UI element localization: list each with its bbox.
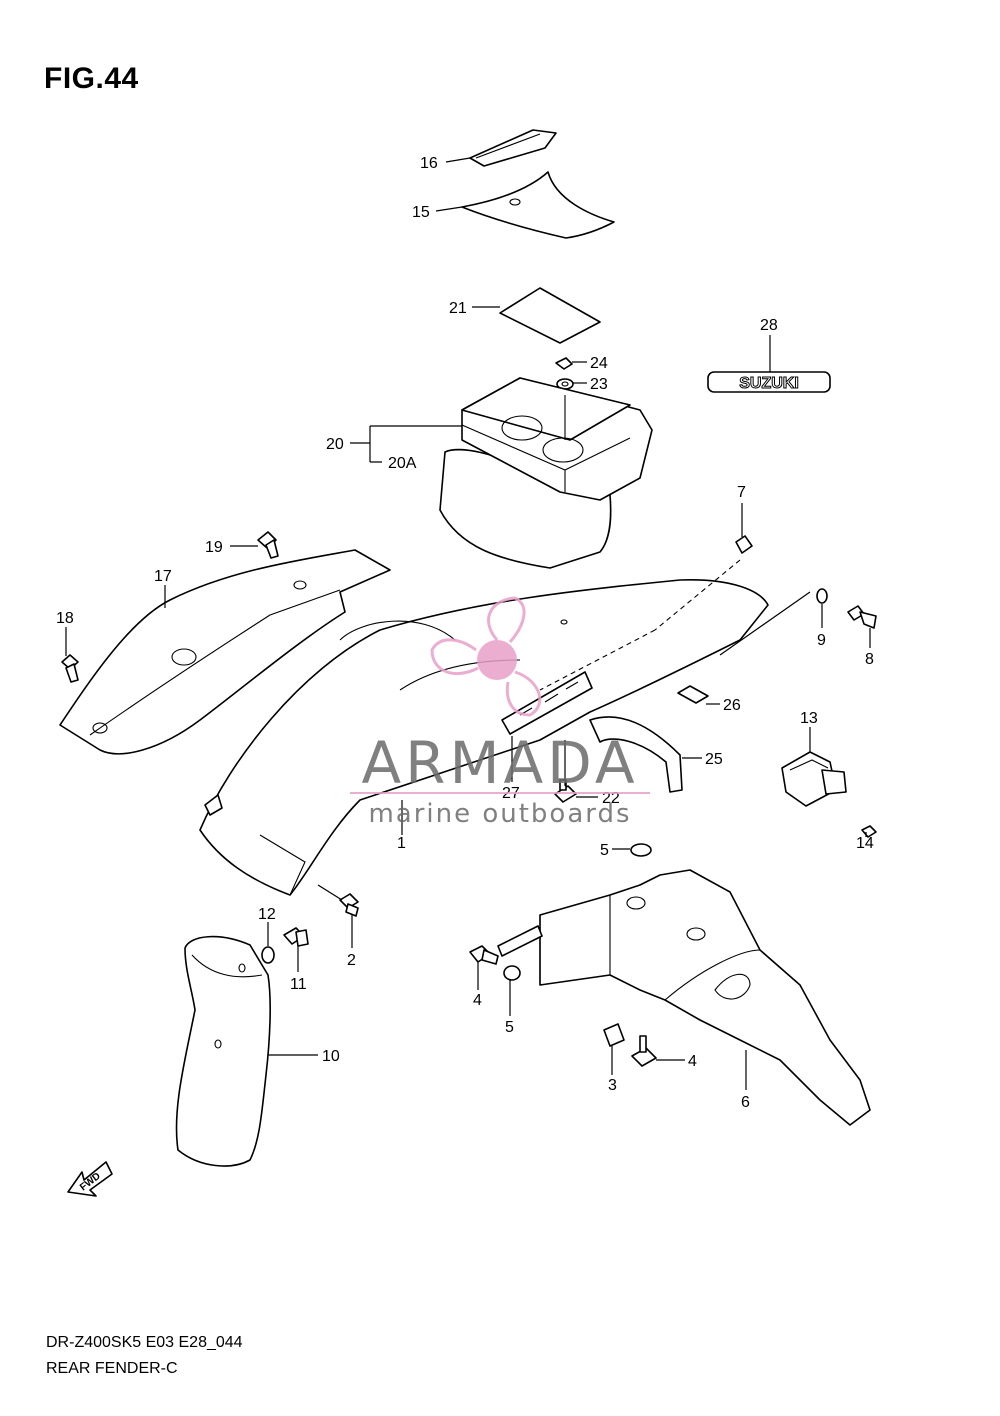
callout-24: 24 [590, 355, 608, 372]
callout-4-lower: 4 [688, 1053, 697, 1070]
callout-2: 2 [347, 952, 356, 969]
callout-4-upper: 4 [473, 992, 482, 1009]
callout-14: 14 [856, 835, 874, 852]
part-19-bolt [257, 531, 279, 559]
callout-16: 16 [420, 155, 438, 172]
fwd-arrow-icon: FWD [67, 1161, 113, 1197]
part-26-pad [677, 685, 709, 704]
callout-20A: 20A [388, 455, 417, 472]
callout-11: 11 [290, 976, 307, 993]
callout-19: 19 [205, 539, 223, 556]
part-21-plate [499, 287, 601, 344]
callout-26: 26 [723, 697, 741, 714]
callout-9: 9 [817, 632, 826, 649]
callout-10: 10 [322, 1048, 340, 1065]
callout-23: 23 [590, 376, 608, 393]
part-3-clip [603, 1023, 625, 1047]
callout-28: 28 [760, 317, 778, 334]
callout-25: 25 [705, 751, 723, 768]
callout-15: 15 [412, 204, 430, 221]
part-11-bolt [283, 927, 309, 947]
part-5-grommet-lower [503, 965, 521, 981]
part-7-clip [735, 535, 753, 554]
part-27-reflector [501, 671, 593, 735]
callout-22: 22 [602, 790, 620, 807]
part-24-nut [555, 357, 573, 370]
callout-21: 21 [449, 300, 467, 317]
part-16-strap [469, 129, 557, 167]
part-15-cover [461, 171, 615, 239]
part-4-bolt-lower [631, 1035, 657, 1067]
badge-text: SUZUKI [739, 375, 799, 392]
callout-labels: 16 15 21 28 24 23 20 20A 7 19 17 18 9 8 … [56, 155, 874, 1111]
part-4-bolt-upper [469, 945, 499, 965]
part-28-badge: SUZUKI [707, 371, 831, 393]
footer-model-code: DR-Z400SK5 E03 E28_044 [46, 1334, 243, 1351]
callout-18: 18 [56, 610, 74, 627]
watermark-brand: ARMADA [361, 729, 638, 797]
callout-3: 3 [608, 1077, 617, 1094]
watermark-logo [430, 596, 542, 717]
watermark-tagline: marine outboards [368, 799, 631, 829]
part-5-grommet-top [630, 843, 652, 857]
callout-8: 8 [865, 651, 874, 668]
part-6-fender-extension [497, 869, 871, 1126]
part-23-washer [556, 378, 574, 390]
part-20-toolbox [439, 377, 653, 569]
part-18-bolt [61, 654, 79, 683]
callout-13: 13 [800, 710, 818, 727]
part-10-mudflap [175, 935, 271, 1167]
part-2-bolt [339, 893, 359, 917]
part-25-handle [589, 716, 683, 793]
part-9-washer [816, 588, 828, 604]
part-13-relay [781, 751, 847, 807]
callout-20: 20 [326, 436, 344, 453]
callout-6: 6 [741, 1094, 750, 1111]
callout-1: 1 [397, 835, 406, 852]
callout-12: 12 [258, 906, 276, 923]
part-17-side-cover [59, 549, 391, 755]
leader-lines [65, 157, 871, 1090]
part-12-washer [261, 946, 275, 964]
callout-7: 7 [737, 484, 746, 501]
watermark-rule [350, 792, 650, 794]
callout-5-lower: 5 [505, 1019, 514, 1036]
footer-section-name: REAR FENDER-C [46, 1360, 178, 1377]
part-8-bolt [847, 605, 877, 629]
watermark: ARMADA marine outboards [350, 596, 650, 829]
callout-5-upper: 5 [600, 842, 609, 859]
callout-17: 17 [154, 568, 172, 585]
figure-title: FIG.44 [44, 62, 139, 95]
